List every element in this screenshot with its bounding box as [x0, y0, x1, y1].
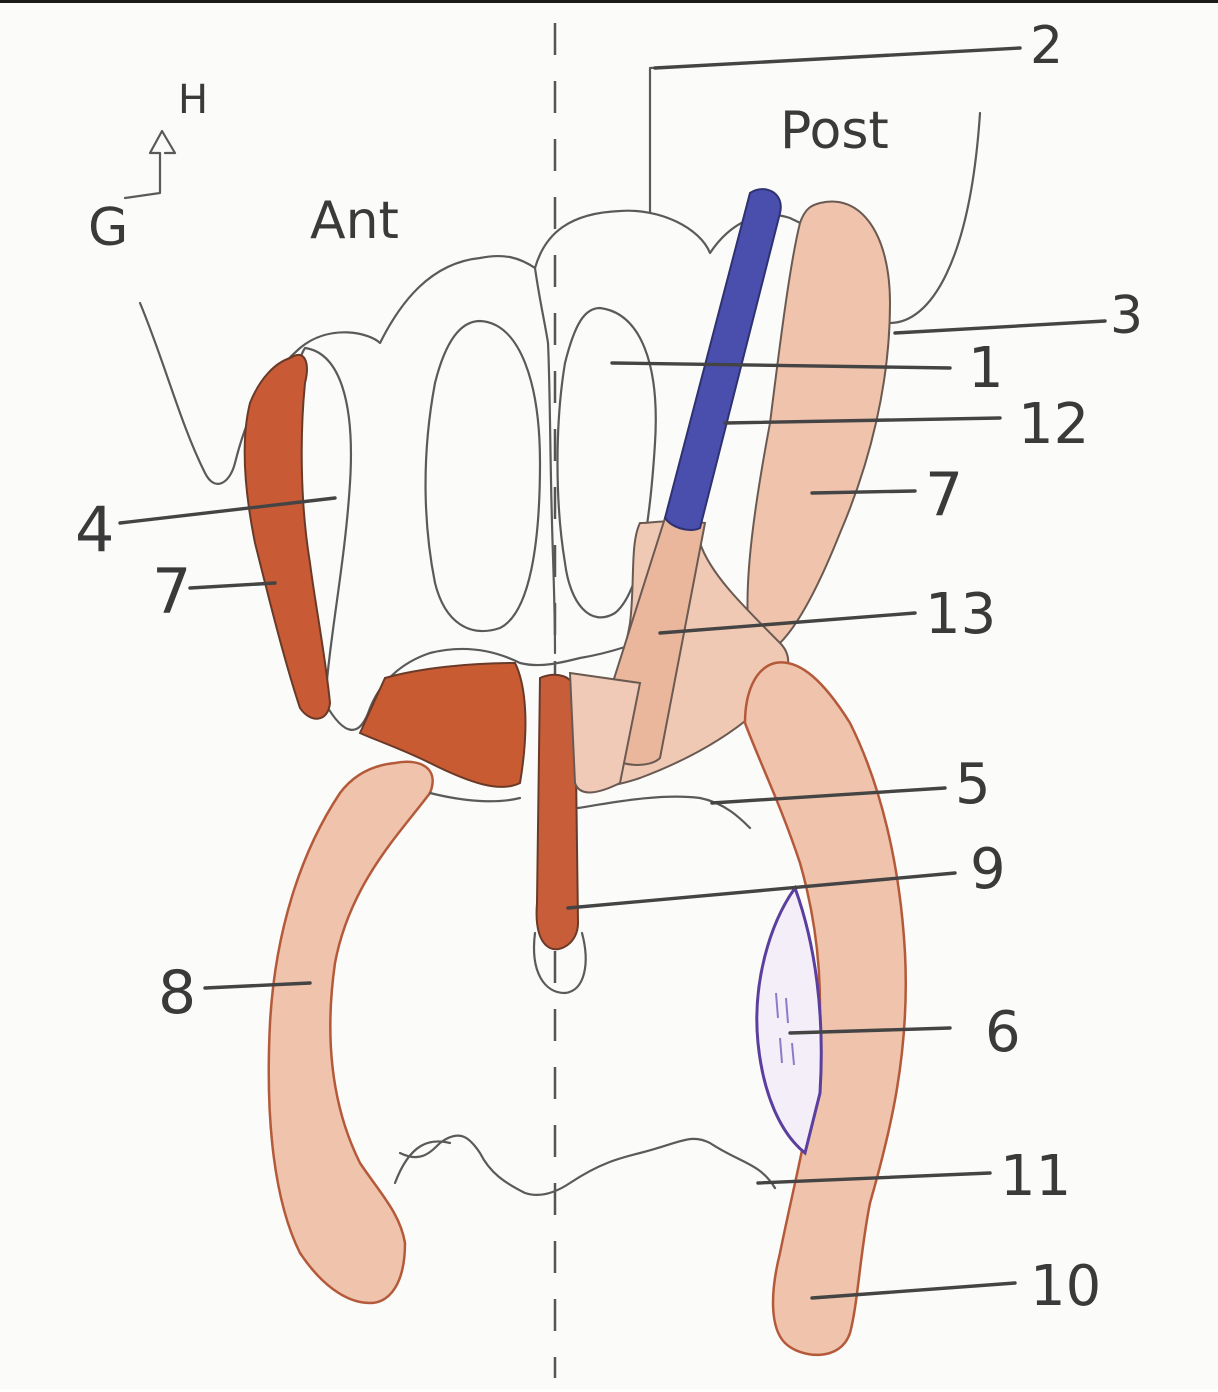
structure-7-left: [245, 355, 330, 719]
callout-7-right: 7: [925, 460, 963, 530]
orientation-h: H: [178, 77, 208, 123]
callout-12: 12: [1018, 392, 1089, 457]
callout-1: 1: [968, 336, 1004, 401]
leader-7-left: [190, 583, 275, 588]
structure-8: [269, 762, 433, 1303]
body-outline-lower: [400, 1136, 775, 1195]
structure-6: [757, 888, 821, 1153]
axes-arrow: [125, 131, 175, 198]
center-notch: [535, 268, 555, 653]
callout-9: 9: [970, 837, 1006, 902]
callout-2: 2: [1030, 16, 1063, 76]
lower-arch-left: [395, 1141, 450, 1183]
callout-13: 13: [925, 582, 996, 647]
lobe-left-inner: [426, 321, 540, 631]
structure-7-right: [747, 201, 890, 646]
callout-3: 3: [1110, 286, 1143, 346]
callout-10: 10: [1030, 1254, 1101, 1319]
leader-3: [895, 321, 1105, 333]
canal-outline: [430, 793, 750, 828]
callout-6: 6: [985, 1000, 1021, 1065]
callout-8: 8: [158, 958, 196, 1028]
leader-7-right: [812, 491, 915, 493]
label-posterior: Post: [780, 101, 889, 161]
callout-5: 5: [955, 752, 991, 817]
callout-11: 11: [1000, 1144, 1071, 1209]
label-anterior: Ant: [310, 191, 399, 251]
leader-2: [655, 48, 1020, 68]
callout-7-left: 7: [152, 555, 191, 628]
anatomy-sketch: G H Ant Post 1 2 3 4 5 6 7 7 8 9 10 11 1…: [0, 3, 1218, 1392]
orientation-g: G: [88, 198, 128, 258]
callout-4: 4: [75, 493, 114, 566]
